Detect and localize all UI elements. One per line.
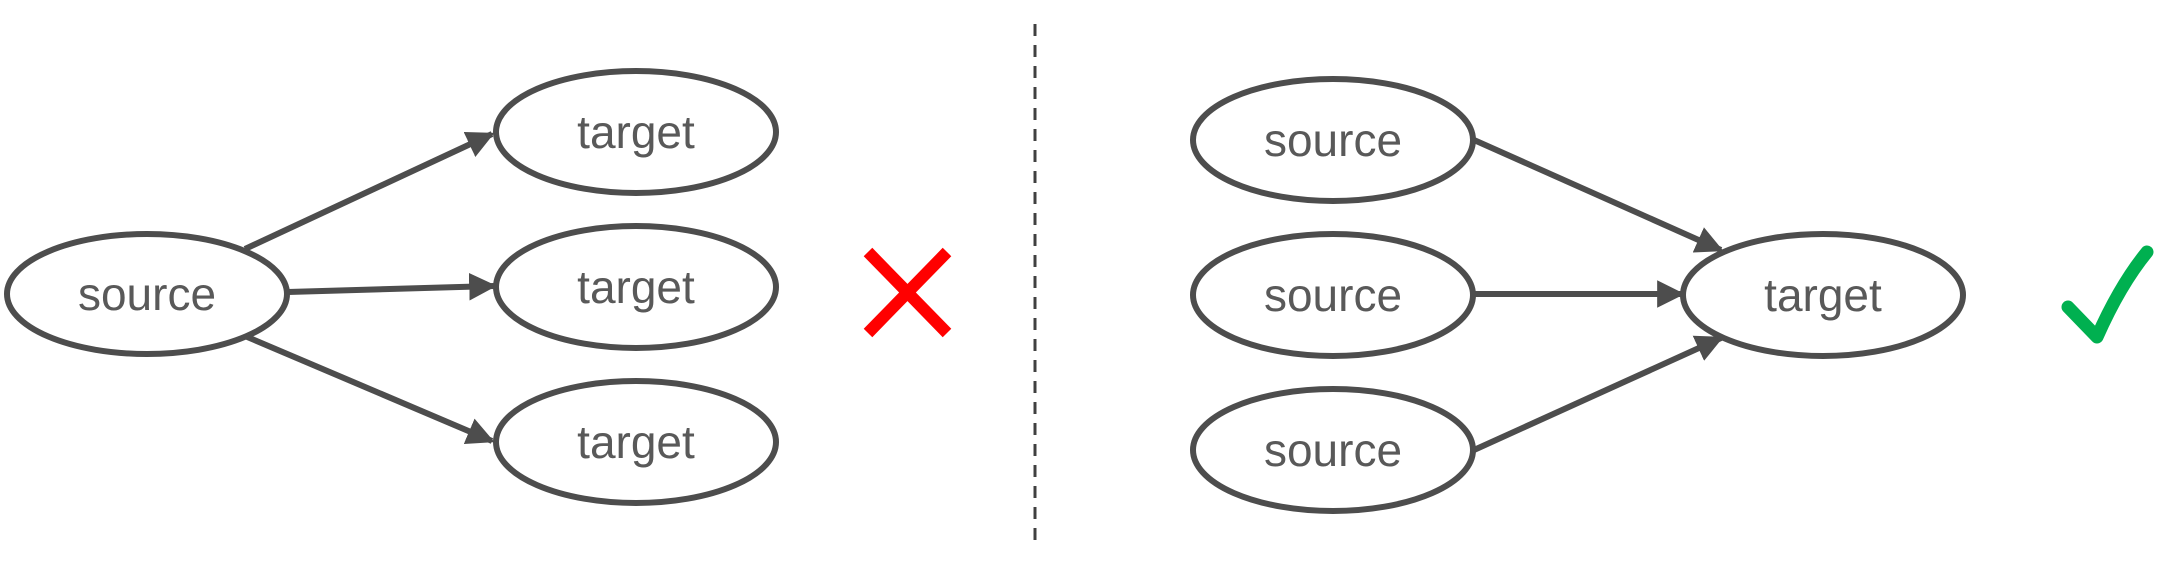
left-target-label-1: target [577,106,695,158]
left-panel: source target target target [4,68,952,506]
left-source-label: source [78,268,216,320]
left-source-node: source [4,231,290,357]
edge-source-1-to-target [1472,137,1724,253]
left-edges [243,131,497,444]
edge-source-3-to-target [1472,335,1724,453]
right-source-label-2: source [1264,269,1402,321]
check-icon [2061,245,2154,344]
edge-source-to-target-2 [287,272,497,301]
right-target-node: target [1680,231,1966,359]
left-target-node-3: target [493,378,779,506]
left-target-label-3: target [577,416,695,468]
cross-icon [863,247,952,338]
right-target-label: target [1764,269,1882,321]
edge-source-to-target-1 [243,131,495,252]
right-source-label-1: source [1264,114,1402,166]
left-target-node-1: target [493,68,779,196]
right-source-node-3: source [1190,386,1476,514]
left-target-node-2: target [493,223,779,351]
right-source-label-3: source [1264,424,1402,476]
right-source-node-1: source [1190,76,1476,204]
left-target-label-2: target [577,261,695,313]
edge-source-to-target-3 [243,333,495,444]
right-panel: source source source target [1190,76,2154,514]
right-edges [1472,137,1724,453]
right-source-node-2: source [1190,231,1476,359]
